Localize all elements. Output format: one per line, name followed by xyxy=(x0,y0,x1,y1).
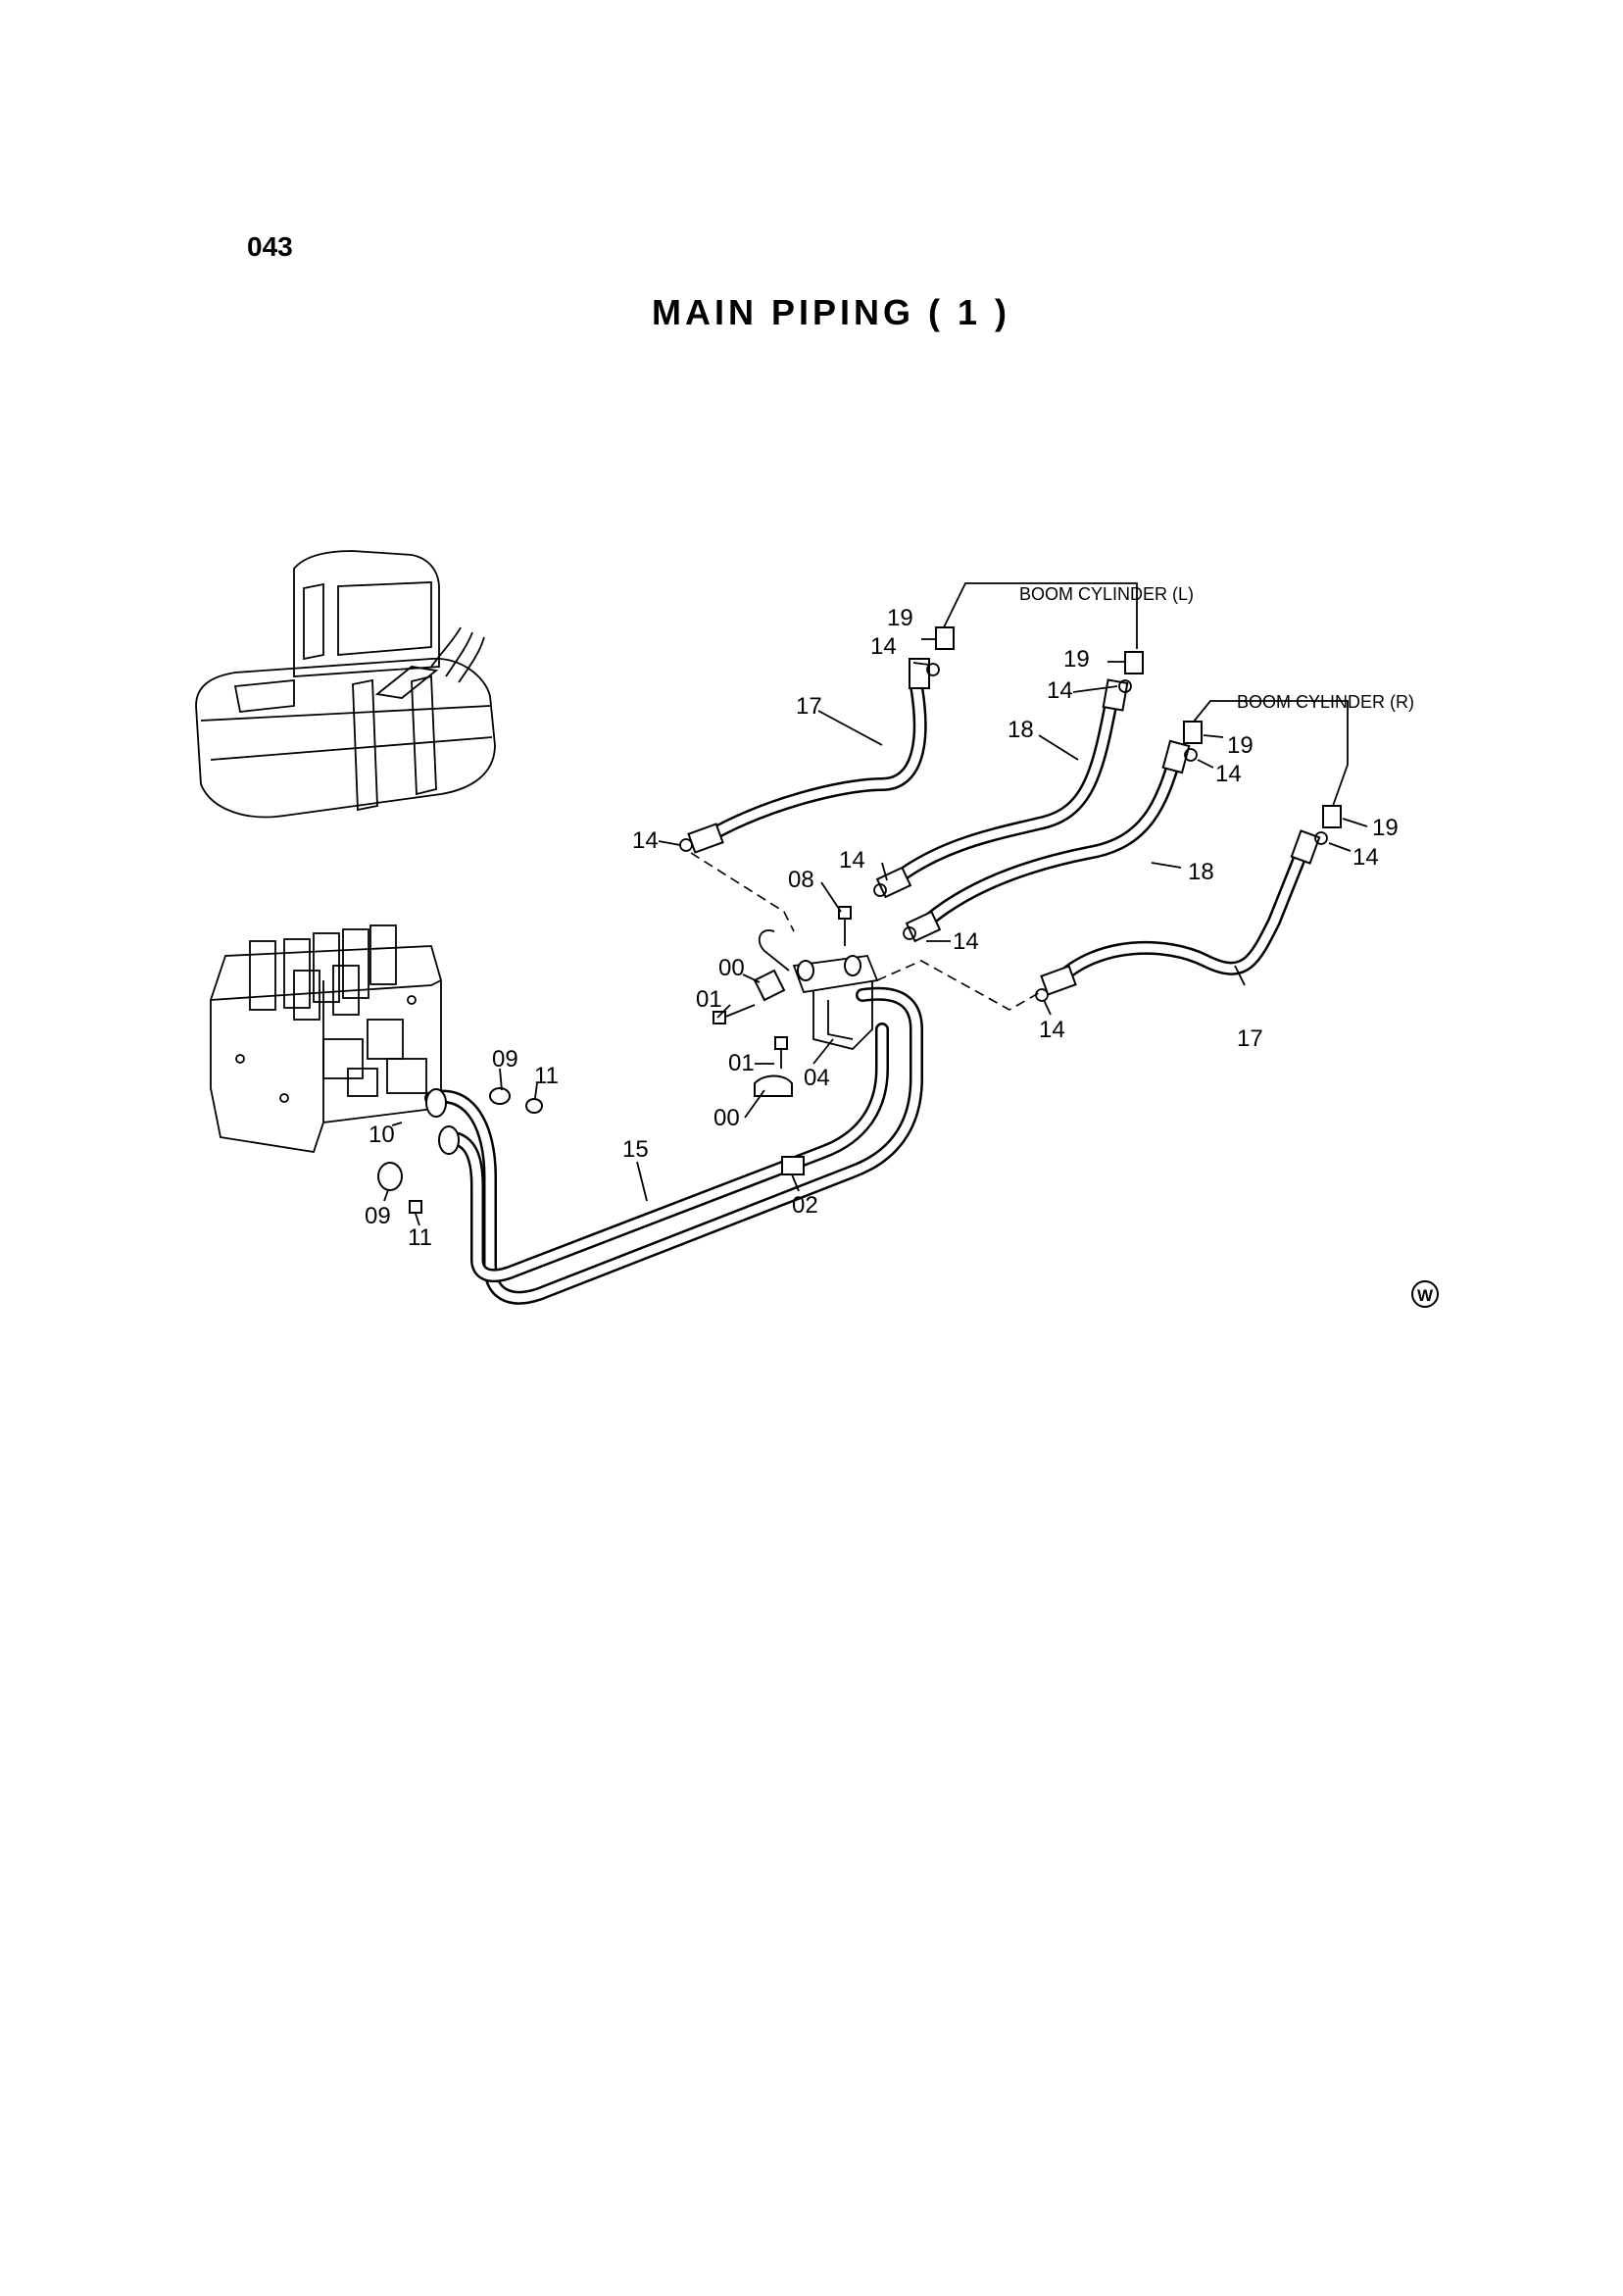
label-00: 00 xyxy=(718,955,745,981)
circled-w-mark: W xyxy=(1411,1280,1439,1308)
label-18: 18 xyxy=(1008,717,1034,743)
label-14: 14 xyxy=(1039,1017,1065,1043)
label-14: 14 xyxy=(1215,761,1242,787)
label-14: 14 xyxy=(1352,844,1379,871)
label-19: 19 xyxy=(1227,732,1254,759)
label-19: 19 xyxy=(1372,815,1399,841)
label-04: 04 xyxy=(804,1065,830,1091)
label-19: 19 xyxy=(1063,646,1090,673)
label-14: 14 xyxy=(953,928,979,955)
label-09: 09 xyxy=(492,1046,518,1073)
label-09: 09 xyxy=(365,1203,391,1229)
label-14: 14 xyxy=(870,633,897,660)
label-19: 19 xyxy=(887,605,913,631)
page-code: 043 xyxy=(247,231,293,262)
hose-17-right xyxy=(1040,829,1321,996)
label-17: 17 xyxy=(1237,1025,1263,1052)
label-11: 11 xyxy=(534,1063,559,1089)
label-15: 15 xyxy=(622,1136,649,1163)
label-10: 10 xyxy=(369,1122,395,1148)
callout-boom-cylinder-r: BOOM CYLINDER (R) xyxy=(1237,692,1414,712)
page-title: MAIN PIPING ( 1 ) xyxy=(651,292,1011,332)
fittings xyxy=(679,626,1342,1002)
clamps-and-bolts xyxy=(377,906,852,1214)
label-18: 18 xyxy=(1188,859,1214,885)
control-valve-block xyxy=(210,924,442,1154)
pipe-manifold xyxy=(758,929,879,1050)
label-11: 11 xyxy=(408,1224,432,1251)
main-pipe-15 xyxy=(424,986,923,1305)
mark-letter: W xyxy=(1417,1286,1434,1305)
callout-brackets xyxy=(943,582,1349,807)
label-02: 02 xyxy=(792,1192,818,1219)
label-00: 00 xyxy=(713,1105,740,1131)
dashed-leaders xyxy=(690,852,1045,1011)
hose-18-left xyxy=(875,678,1129,899)
excavator-thumbnail xyxy=(195,550,496,819)
hose-17-left xyxy=(687,658,930,854)
label-14: 14 xyxy=(632,827,659,854)
label-08: 08 xyxy=(788,867,814,893)
leader-lines xyxy=(383,638,1368,1226)
label-14: 14 xyxy=(1047,677,1073,704)
hose-18-right xyxy=(905,739,1191,943)
label-01: 01 xyxy=(696,986,722,1013)
label-01: 01 xyxy=(728,1050,755,1076)
label-17: 17 xyxy=(796,693,822,720)
callout-boom-cylinder-l: BOOM CYLINDER (L) xyxy=(1019,584,1194,604)
label-14: 14 xyxy=(839,847,865,873)
